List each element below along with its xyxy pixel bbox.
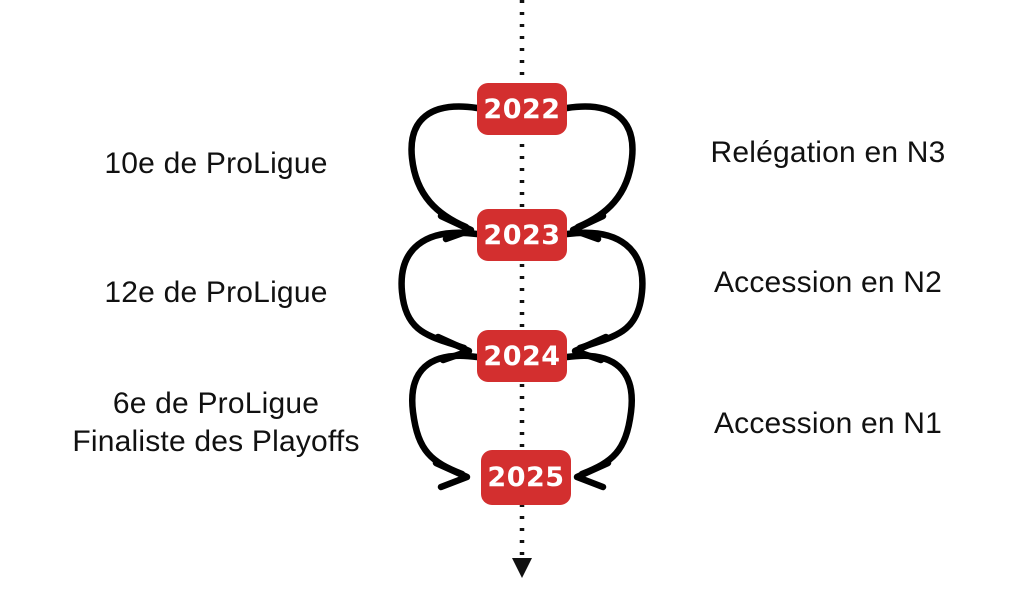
year-badge-2022[interactable]: 2022 (477, 83, 567, 135)
year-badge-2024-label: 2024 (483, 340, 561, 372)
connector-2024-2025-left-arrowhead (432, 459, 471, 491)
left-label-2024: 6e de ProLigue Finaliste des Playoffs (72, 387, 360, 458)
connector-2024-2025-right-arrowhead (573, 459, 612, 491)
year-badge-2022-label: 2022 (483, 93, 561, 125)
connector-2022-2023-right (563, 103, 636, 231)
right-label-2023: Accession en N2 (713, 266, 943, 299)
axis-end-arrowhead (512, 558, 532, 578)
year-badge-2023[interactable]: 2023 (477, 209, 567, 261)
right-label-2024: Accession en N1 (713, 407, 943, 440)
year-badge-2025[interactable]: 2025 (481, 450, 571, 505)
left-label-2022: 10e de ProLigue (104, 147, 328, 180)
year-badge-2023-label: 2023 (483, 219, 561, 251)
year-badge-2025-label: 2025 (487, 462, 565, 493)
connector-2022-2023-left (408, 103, 481, 231)
connector-2024-2025-left (409, 352, 481, 478)
connector-2023-2024-right (563, 229, 646, 352)
year-badge-2024[interactable]: 2024 (477, 330, 567, 382)
left-label-2023: 12e de ProLigue (104, 276, 328, 309)
right-label-2022: Relégation en N3 (710, 136, 946, 169)
connector-2024-2025-right (563, 352, 635, 478)
